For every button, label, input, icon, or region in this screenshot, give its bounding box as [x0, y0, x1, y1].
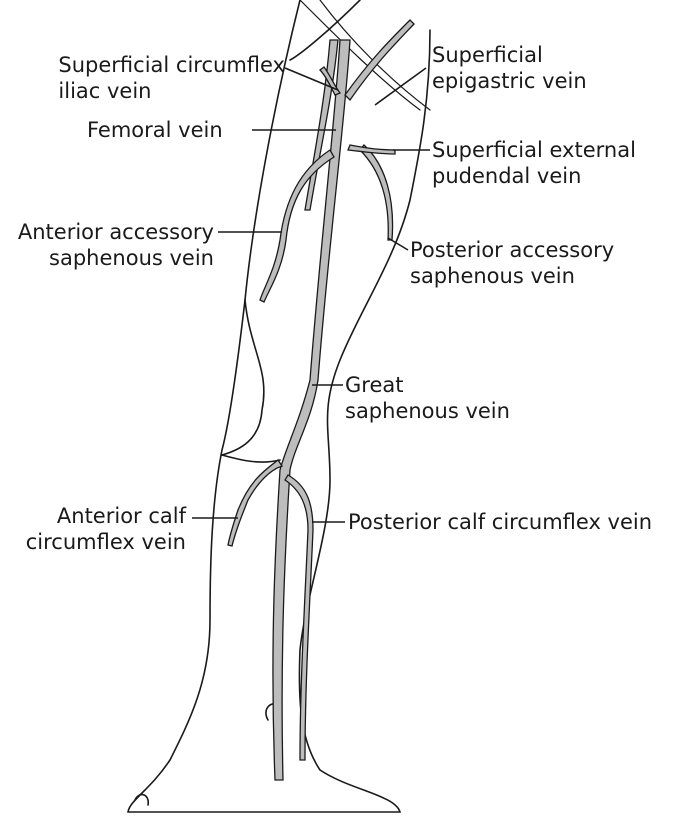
label-line: Anterior calf	[56, 504, 186, 528]
label-line: Superficial external	[432, 138, 636, 162]
label-line: Posterior accessory	[410, 238, 615, 262]
label-line: Anterior accessory	[17, 220, 214, 244]
leg-outline	[127, 0, 431, 813]
veins	[227, 19, 415, 781]
label-posterior-calf-circumflex-vein: Posterior calf circumflex vein	[348, 509, 652, 535]
posterior-accessory-saphenous-vein	[359, 144, 394, 241]
great-saphenous-vein	[272, 39, 351, 781]
label-line: circumflex vein	[25, 530, 186, 554]
superficial-external-pudendal-vein	[347, 144, 396, 155]
label-line: Femoral vein	[87, 118, 223, 142]
leader-lines	[192, 67, 430, 523]
anterior-accessory-saphenous-vein	[259, 149, 335, 303]
label-femoral-vein: Femoral vein	[87, 117, 223, 143]
superficial-epigastric-vein	[344, 19, 415, 102]
label-line: Superficial circumflex	[58, 53, 285, 77]
label-line: Great	[345, 373, 404, 397]
label-line: iliac vein	[58, 79, 152, 103]
label-line: epigastric vein	[432, 69, 587, 93]
label-line: saphenous vein	[410, 264, 575, 288]
label-line: Posterior calf circumflex vein	[348, 510, 653, 534]
label-line: saphenous vein	[49, 246, 214, 270]
label-line: Superficial	[432, 43, 543, 67]
label-line: pudendal vein	[432, 164, 582, 188]
label-line: saphenous vein	[345, 399, 510, 423]
posterior-calf-circumflex-vein	[284, 474, 314, 761]
anterior-calf-circumflex-vein	[227, 459, 284, 547]
